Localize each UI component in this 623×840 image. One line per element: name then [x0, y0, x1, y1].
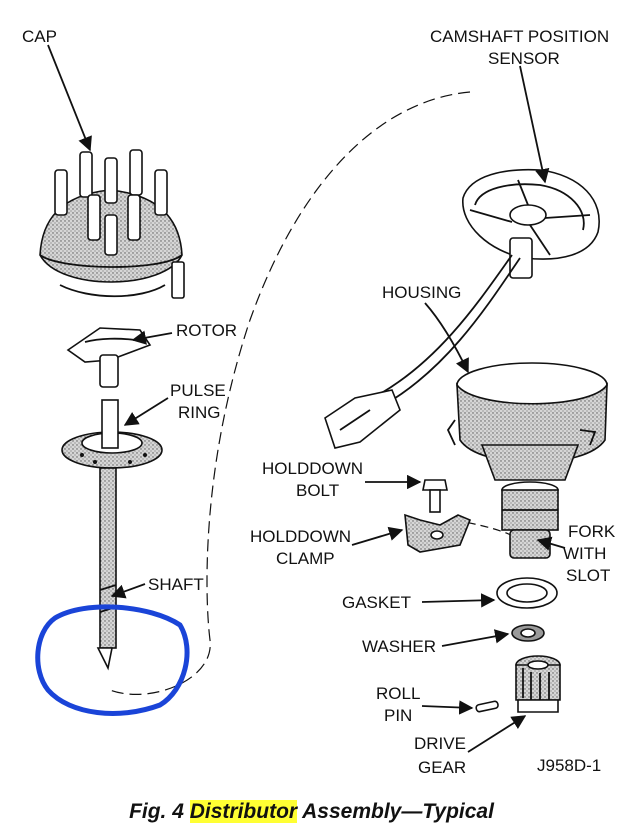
holddown-clamp-part: [404, 513, 472, 553]
label-roll-pin-line1: ROLL: [376, 684, 420, 703]
caption-prefix: Fig. 4: [129, 800, 190, 823]
label-holddown-clamp-line1: HOLDDOWN: [250, 527, 351, 546]
leader-lines: [47, 44, 566, 753]
shaft-part: [96, 467, 117, 671]
label-fork-line3: SLOT: [566, 566, 610, 585]
camshaft-sensor-part: [324, 168, 600, 449]
label-drive-gear-line1: DRIVE: [414, 734, 466, 753]
label-fork-line1: FORK: [568, 522, 616, 541]
washer-part: [511, 624, 545, 642]
label-cap: CAP: [22, 27, 57, 46]
label-rotor: ROTOR: [176, 321, 237, 340]
label-housing: HOUSING: [382, 283, 461, 302]
rotor-part: [66, 327, 152, 388]
drive-gear-part: [515, 655, 561, 713]
gasket-part: [496, 577, 558, 609]
cap-part: [39, 149, 185, 299]
caption-suffix: Assembly—Typical: [297, 800, 494, 823]
label-roll-pin-line2: PIN: [384, 706, 412, 725]
figure-caption: Fig. 4 Distributor Assembly—Typical: [0, 800, 623, 824]
roll-pin-part: [475, 700, 499, 713]
annotation-circle: [35, 604, 190, 716]
label-holddown-clamp-line2: CLAMP: [276, 549, 335, 568]
label-pulse-ring-line1: PULSE: [170, 381, 226, 400]
label-holddown-bolt-line1: HOLDDOWN: [262, 459, 363, 478]
caption-highlight: Distributor: [189, 800, 298, 823]
label-camshaft-sensor-line1: CAMSHAFT POSITION: [430, 27, 609, 46]
part-labels: CAP CAMSHAFT POSITION SENSOR HOUSING ROT…: [22, 27, 616, 777]
label-gasket: GASKET: [342, 593, 411, 612]
label-pulse-ring-line2: RING: [178, 403, 221, 422]
housing-part: [446, 362, 608, 559]
label-washer: WASHER: [362, 637, 436, 656]
part-number-id: J958D-1: [537, 756, 601, 775]
label-camshaft-sensor-line2: SENSOR: [488, 49, 560, 68]
label-shaft: SHAFT: [148, 575, 204, 594]
pulse-ring-part: [61, 399, 163, 469]
label-holddown-bolt-line2: BOLT: [296, 481, 339, 500]
label-drive-gear-line2: GEAR: [418, 758, 466, 777]
holddown-bolt-part: [422, 479, 448, 513]
assembly-path-dashed-line: [109, 91, 471, 695]
label-fork-line2: WITH: [563, 544, 606, 563]
